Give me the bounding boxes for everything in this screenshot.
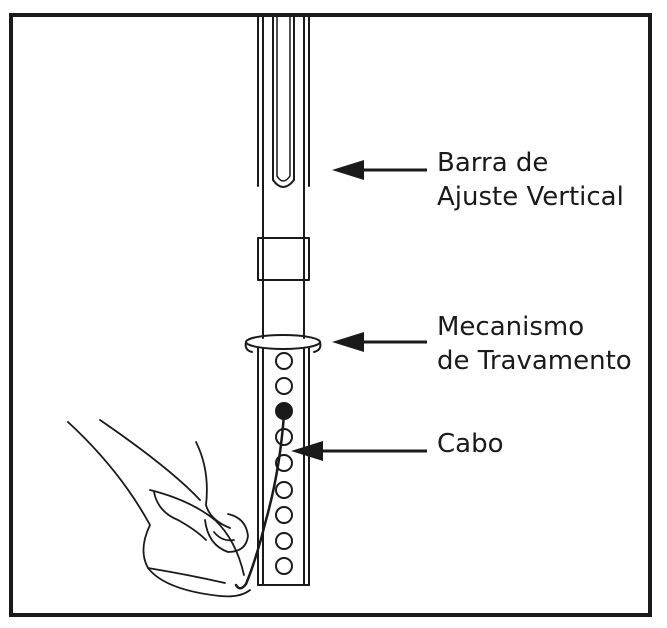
locking-mechanism: [244, 334, 322, 353]
label-line: Ajuste Vertical: [437, 182, 624, 212]
adjustment-bar-slot: [272, 16, 295, 188]
label-line: Barra de: [437, 148, 549, 178]
arrow-cabo: [291, 441, 427, 461]
upper-tube: [257, 16, 310, 187]
label-barra-de-ajuste-vertical: Barra de Ajuste Vertical: [437, 146, 624, 214]
label-line: Cabo: [437, 429, 504, 459]
lower-tube: [262, 185, 305, 339]
diagram-frame: [9, 13, 652, 617]
arrow-barra: [332, 160, 427, 180]
middle-sleeve: [257, 237, 310, 281]
bottom-tube: [257, 347, 310, 586]
label-mecanismo-de-travamento: Mecanismo de Travamento: [437, 310, 632, 378]
hand: [67, 419, 251, 598]
arrow-mecanismo: [332, 332, 427, 352]
label-line: Mecanismo: [437, 312, 585, 342]
cable: [234, 412, 286, 590]
label-cabo: Cabo: [437, 427, 504, 461]
adjustment-holes: [275, 352, 293, 575]
label-line: de Travamento: [437, 346, 632, 376]
